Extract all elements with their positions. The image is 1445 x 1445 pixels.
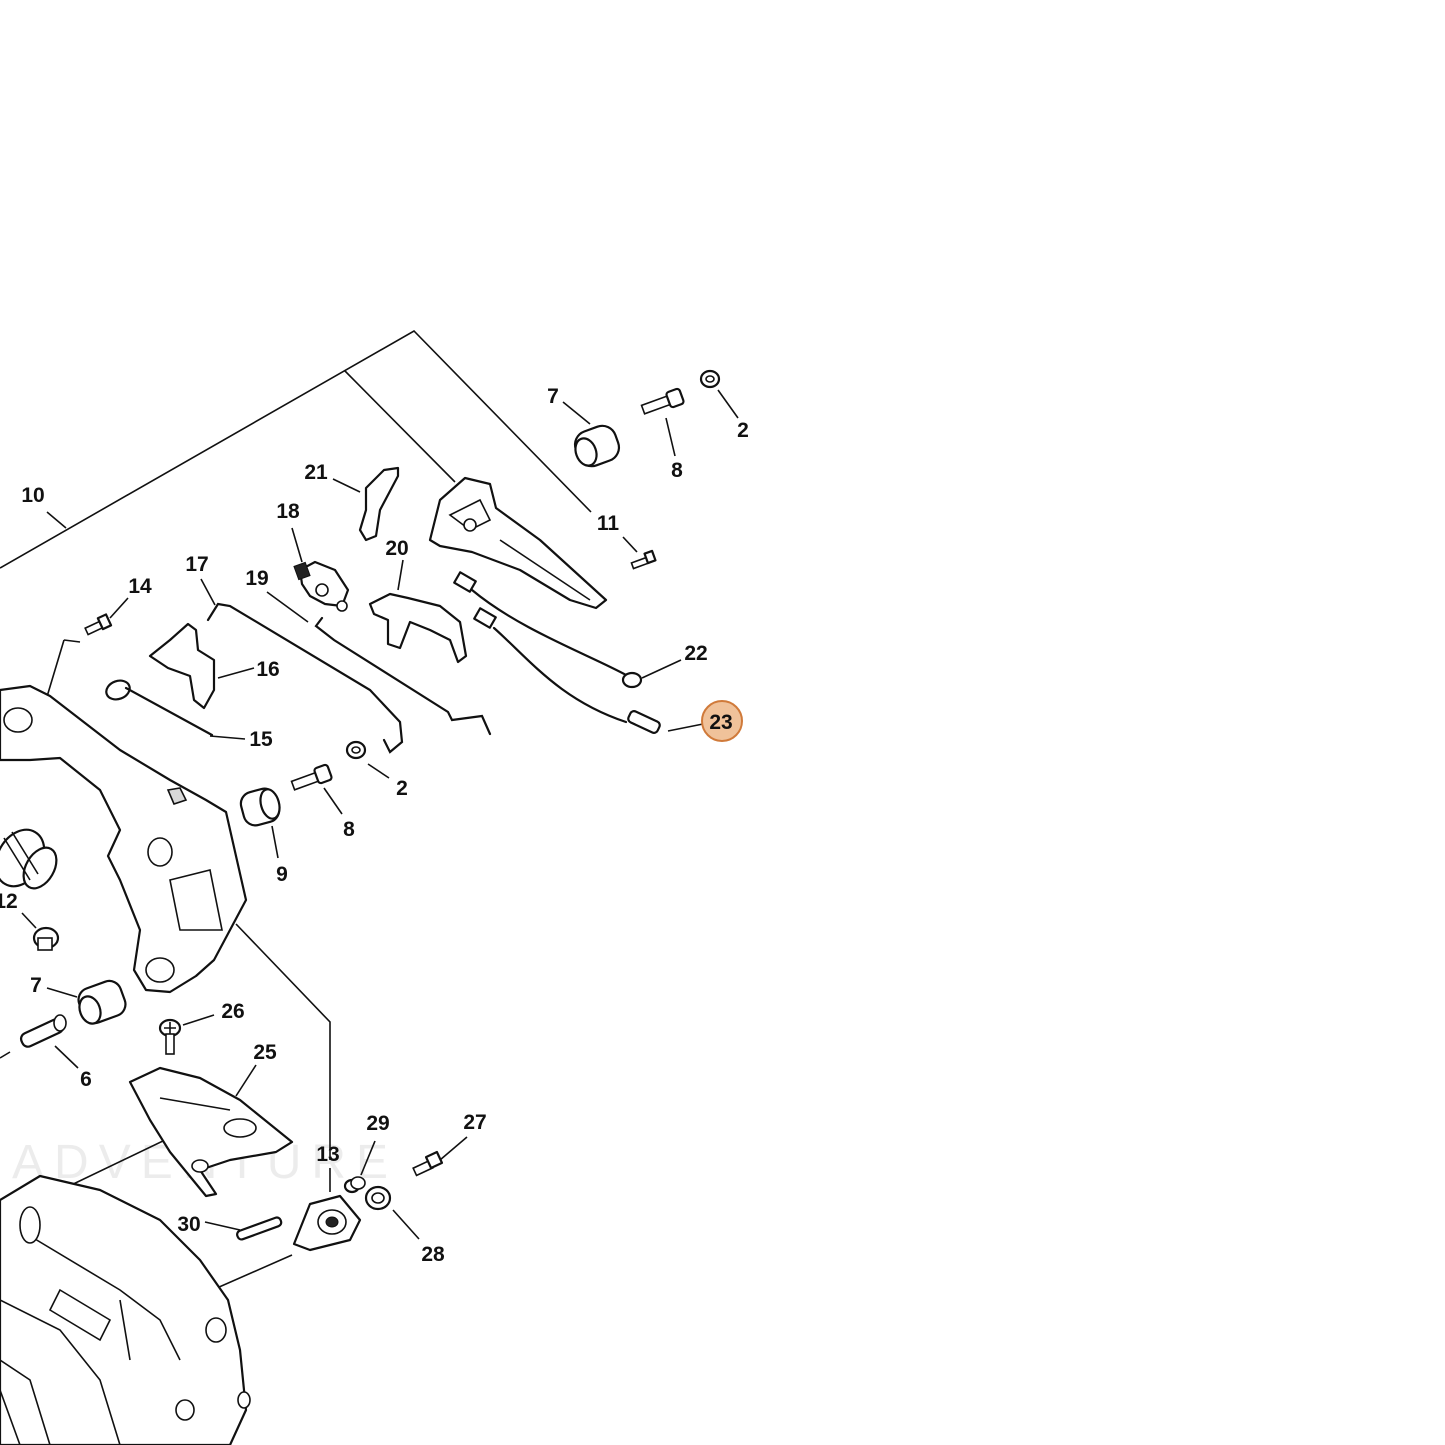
ring-part-28: [364, 1185, 392, 1211]
callout-26[interactable]: 26: [221, 1000, 244, 1023]
callout-19[interactable]: 19: [245, 567, 268, 590]
mount-part-13: [292, 1194, 362, 1252]
washer-part-2-top: [699, 369, 721, 389]
callout-14[interactable]: 14: [128, 575, 152, 598]
spring-part-29: [343, 1176, 366, 1194]
callout-21[interactable]: 21: [304, 461, 328, 484]
spring-part-15: [105, 679, 214, 737]
wire-harness-part-23: [473, 607, 661, 734]
washer-part-2-lower: [345, 740, 367, 760]
bracket-part-16: [148, 622, 216, 710]
callout-28[interactable]: 28: [421, 1243, 445, 1266]
callout-9[interactable]: 9: [276, 863, 288, 886]
rear-handle-part-10: [0, 684, 248, 994]
screw-part-14: [84, 613, 113, 636]
callout-17[interactable]: 17: [185, 553, 208, 576]
parts: [0, 369, 721, 1445]
callout-13[interactable]: 13: [316, 1143, 339, 1166]
highlight-circle-23: [701, 700, 743, 742]
callout-22[interactable]: 22: [684, 642, 707, 665]
screw-part-11-small: [630, 549, 657, 570]
engine-housing: [0, 1174, 251, 1445]
screw-part-8-top: [640, 387, 685, 415]
callout-7-lower[interactable]: 7: [30, 974, 42, 997]
callout-2-lower[interactable]: 2: [396, 777, 408, 800]
trigger-part-20: [368, 592, 468, 664]
wire-harness-part-22: [453, 571, 643, 689]
callout-16[interactable]: 16: [256, 658, 279, 681]
switch-part-18: [293, 560, 350, 612]
screw-part-8-lower: [290, 763, 333, 791]
callout-8-lower[interactable]: 8: [343, 818, 355, 841]
lever-part-21: [358, 466, 400, 542]
handle-cover-part-11: [428, 476, 608, 610]
buffer-part-9: [239, 787, 281, 827]
callout-12[interactable]: 12: [0, 890, 18, 913]
callout-7-top[interactable]: 7: [547, 385, 559, 408]
screw-part-26: [158, 1018, 182, 1055]
rubber-boot-part: [0, 828, 58, 890]
callout-11[interactable]: 11: [597, 512, 620, 535]
callout-15[interactable]: 15: [249, 728, 273, 751]
rod-part-17: [206, 602, 404, 754]
callout-20[interactable]: 20: [385, 537, 408, 560]
bushing-part-7-top: [573, 424, 621, 468]
plug-part-12: [32, 926, 60, 951]
callout-8-top[interactable]: 8: [671, 459, 683, 482]
callout-10[interactable]: 10: [21, 484, 44, 507]
bushing-part-7-lower: [77, 979, 127, 1025]
pin-part-6: [0, 1014, 67, 1059]
rod-part-19: [314, 616, 492, 736]
callout-25[interactable]: 25: [253, 1041, 277, 1064]
callout-29[interactable]: 29: [366, 1112, 389, 1135]
screw-part-27: [412, 1150, 444, 1177]
callout-6[interactable]: 6: [80, 1068, 92, 1091]
callout-30[interactable]: 30: [177, 1213, 200, 1236]
callout-2-top[interactable]: 2: [737, 419, 749, 442]
callout-18[interactable]: 18: [276, 500, 300, 523]
pin-part-30: [236, 1216, 283, 1241]
cover-plate-part-25: [128, 1066, 294, 1198]
callout-27[interactable]: 27: [463, 1111, 486, 1134]
callout-23[interactable]: 23: [709, 711, 732, 734]
callout-labels: 7 2 8 21 18 20 11 10 17 19 14 16 22 23 1…: [0, 385, 749, 1266]
